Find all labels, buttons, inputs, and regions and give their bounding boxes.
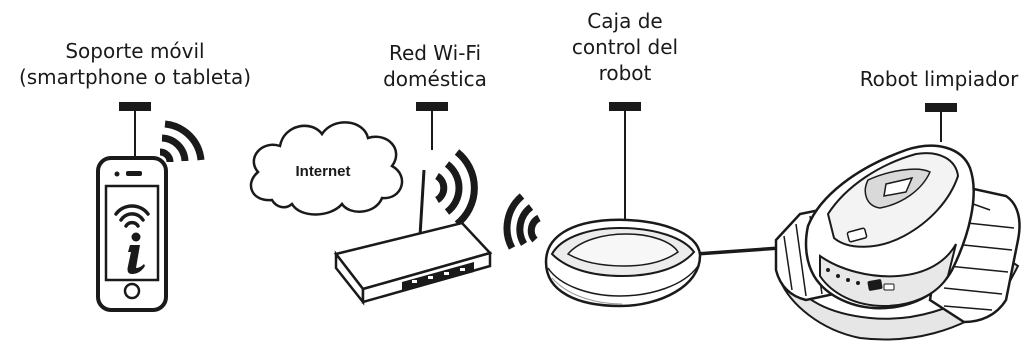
leader-lines (119, 102, 957, 220)
control-box-label-line2: control del (571, 35, 679, 59)
info-i-icon (127, 232, 145, 274)
router-wifi-signal-icon (434, 149, 478, 227)
wifi-label-line1: Red Wi-Fi (388, 41, 482, 65)
control-box-label-line3: robot (598, 61, 652, 85)
control-box-wifi-signal-icon (503, 193, 541, 250)
robot-label: Robot limpiador (848, 66, 1030, 92)
label-bar-robot (925, 103, 957, 112)
wifi-label-line2: doméstica (383, 67, 487, 91)
label-bar-wifi (416, 102, 448, 111)
robot-cleaner-icon (774, 144, 1021, 341)
label-bar-mobile (119, 102, 151, 111)
robot-label-line1: Robot limpiador (859, 67, 1019, 91)
cloud-icon: Internet (249, 121, 404, 216)
control-box-label: Caja de control del robot (555, 8, 695, 86)
mobile-label-line1: Soporte móvil (65, 39, 205, 63)
wifi-label: Red Wi-Fi doméstica (360, 40, 510, 92)
mobile-label-line2: (smartphone o tableta) (18, 65, 252, 89)
smartphone-icon (96, 156, 168, 312)
screen-wifi-icon (114, 204, 150, 228)
label-bar-control (609, 102, 641, 111)
control-box-label-line1: Caja de (587, 9, 663, 33)
router-icon (333, 169, 493, 306)
control-box-icon (544, 218, 702, 308)
phone-wifi-signal-icon (159, 120, 205, 163)
mobile-label: Soporte móvil (smartphone o tableta) (0, 38, 270, 90)
connection-cable (695, 246, 781, 256)
internet-label: Internet (295, 163, 350, 180)
